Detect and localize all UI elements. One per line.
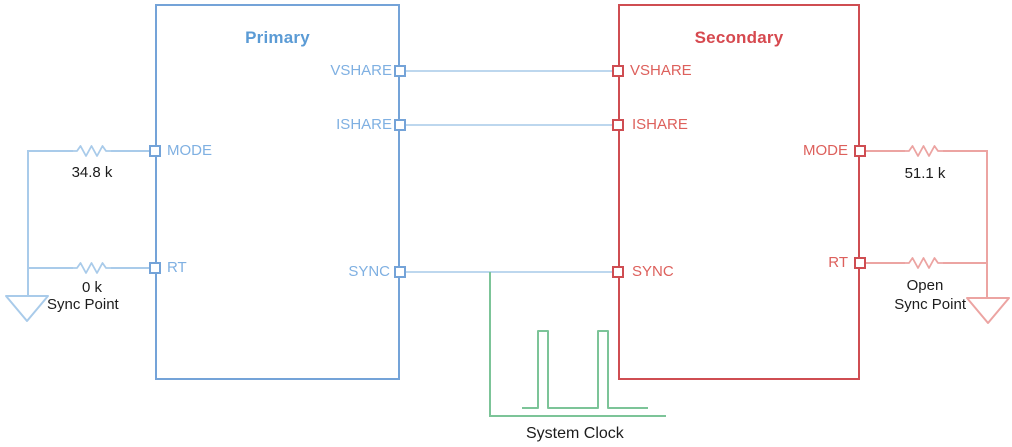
wire-clock-baseline: [489, 415, 666, 417]
label-secondary-mode: MODE: [803, 142, 848, 159]
label-primary-mode: MODE: [167, 142, 212, 159]
wire-secondary-rt-a: [860, 262, 905, 264]
wire-primary-vertical: [27, 150, 29, 296]
wire-vshare-link: [400, 70, 618, 72]
clock-waveform-icon: [522, 330, 648, 409]
pin-primary-rt: [149, 262, 161, 274]
resistor-secondary-mode-icon: [904, 145, 944, 157]
label-system-clock: System Clock: [526, 425, 624, 442]
pin-primary-vshare: [394, 65, 406, 77]
pin-secondary-mode: [854, 145, 866, 157]
wire-primary-rt-a: [28, 267, 73, 269]
wire-secondary-mode-a: [860, 150, 905, 152]
label-secondary-sync-point: Sync Point: [894, 296, 966, 313]
wire-primary-mode-a: [28, 150, 73, 152]
label-primary-mode-resistor-value: 34.8 k: [71, 164, 113, 181]
label-primary-ishare: ISHARE: [336, 116, 392, 133]
label-secondary-rt: RT: [828, 254, 848, 271]
label-secondary-rt-resistor-value: Open: [906, 277, 944, 294]
wire-clock-drop: [489, 272, 491, 417]
pin-secondary-rt: [854, 257, 866, 269]
label-secondary-vshare: VSHARE: [630, 62, 692, 79]
label-secondary-sync: SYNC: [632, 263, 674, 280]
label-secondary-ishare: ISHARE: [632, 116, 688, 133]
label-primary-sync: SYNC: [348, 263, 390, 280]
wire-ishare-link: [400, 124, 618, 126]
secondary-title: Secondary: [694, 28, 784, 47]
pin-secondary-vshare: [612, 65, 624, 77]
pin-primary-sync: [394, 266, 406, 278]
wire-secondary-vertical: [986, 150, 988, 298]
wire-primary-rt-b: [111, 267, 155, 269]
pin-secondary-ishare: [612, 119, 624, 131]
label-primary-rt-resistor-value: 0 k: [81, 279, 102, 296]
wire-sync-link: [400, 271, 618, 273]
wire-secondary-mode-b: [943, 150, 988, 152]
pin-secondary-sync: [612, 266, 624, 278]
label-secondary-mode-resistor-value: 51.1 k: [904, 165, 946, 182]
pin-primary-ishare: [394, 119, 406, 131]
secondary-block: Secondary: [618, 4, 860, 380]
wire-secondary-rt-b: [943, 262, 988, 264]
resistor-primary-rt-icon: [72, 262, 112, 274]
ground-secondary-icon: [966, 297, 1010, 324]
label-primary-sync-point: Sync Point: [47, 296, 119, 313]
wire-primary-mode-b: [111, 150, 155, 152]
label-primary-rt: RT: [167, 259, 187, 276]
resistor-primary-mode-icon: [72, 145, 112, 157]
pin-primary-mode: [149, 145, 161, 157]
primary-block: Primary: [155, 4, 400, 380]
label-primary-vshare: VSHARE: [330, 62, 392, 79]
primary-title: Primary: [245, 28, 310, 47]
ground-primary-icon: [5, 295, 49, 322]
resistor-secondary-rt-icon: [904, 257, 944, 269]
